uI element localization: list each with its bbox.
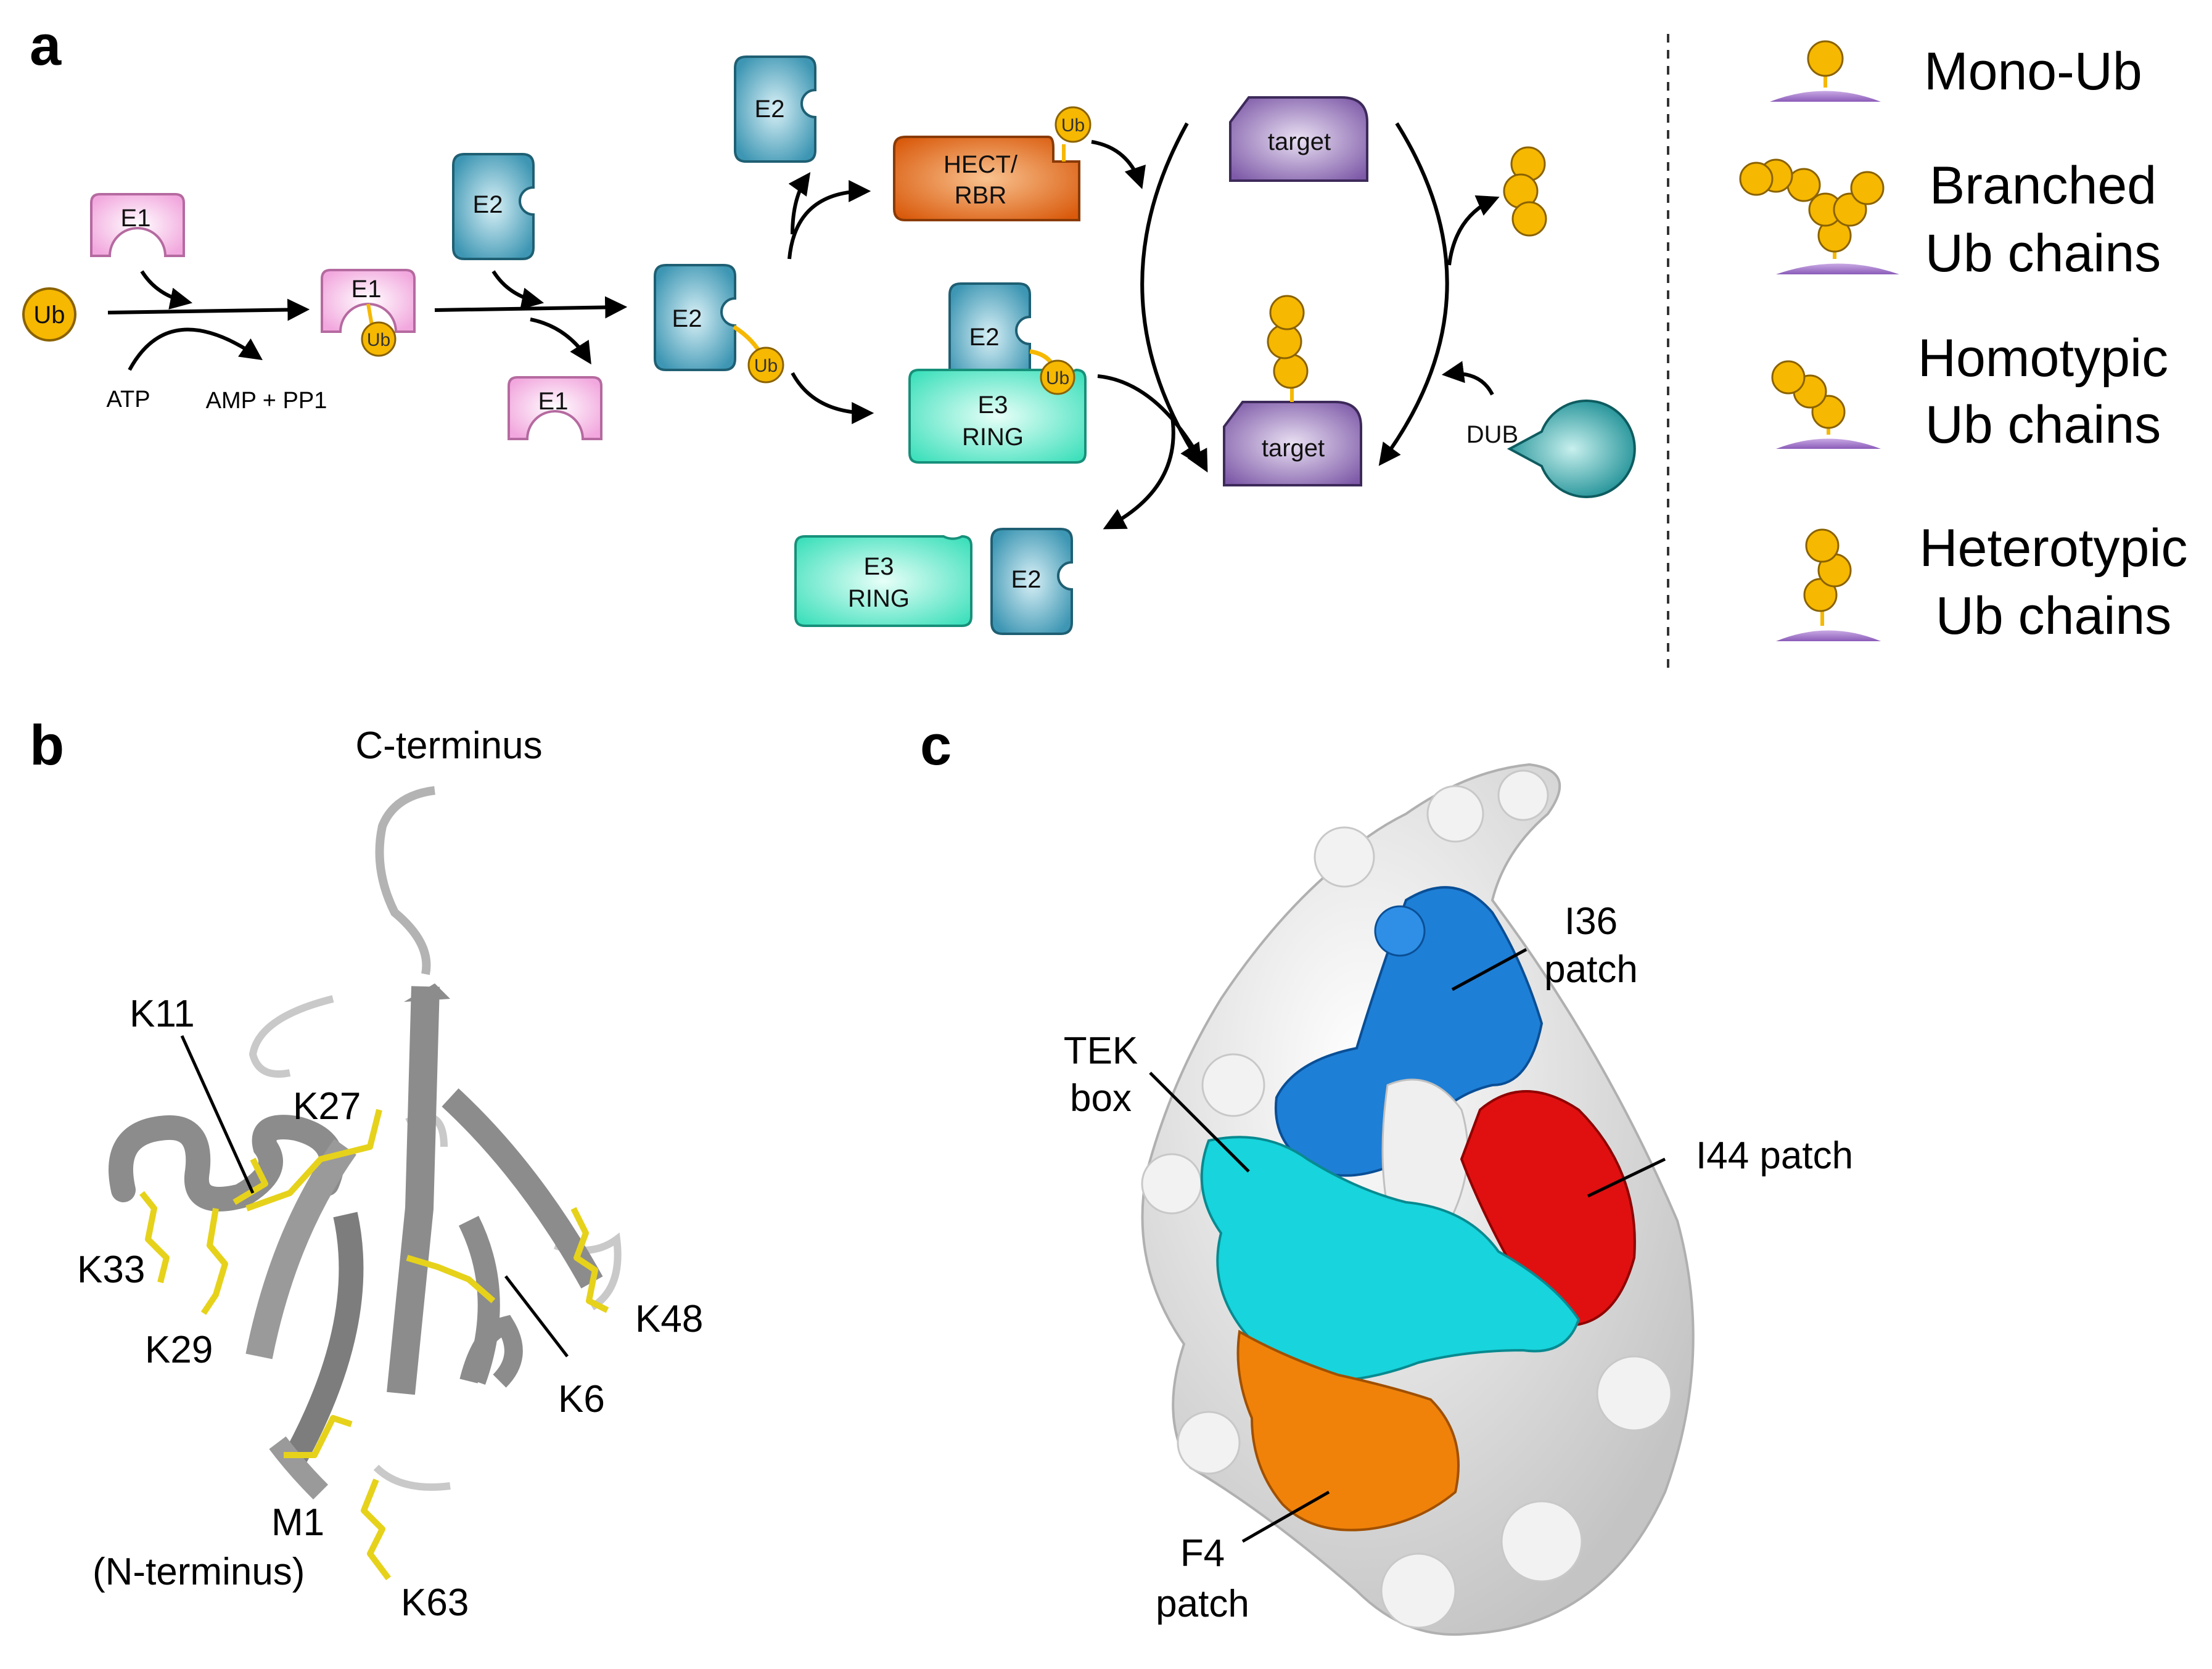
label-tek-1: TEK — [1064, 1030, 1138, 1072]
arrow-hect-to-target — [1091, 140, 1146, 189]
arrow-e2-in — [491, 270, 545, 310]
svg-text:RBR: RBR — [955, 182, 1006, 209]
ub-free: Ub — [22, 287, 76, 342]
arrow-ring-to-target — [1097, 374, 1208, 473]
label-k33: K33 — [77, 1249, 145, 1291]
legend-heterotypic: Heterotypic Ub chains — [1776, 519, 2187, 646]
svg-text:E3: E3 — [978, 392, 1008, 419]
svg-text:E2: E2 — [1011, 566, 1042, 593]
dub-enzyme: DUB — [1466, 400, 1636, 498]
label-k6: K6 — [558, 1378, 605, 1421]
svg-text:Ub: Ub — [33, 301, 65, 329]
e2-incoming: E2 — [452, 153, 535, 260]
svg-text:RING: RING — [962, 424, 1024, 451]
svg-text:Ub chains: Ub chains — [1925, 224, 2161, 283]
label-k27: K27 — [293, 1085, 361, 1128]
arrow-e1-in — [140, 270, 193, 310]
label-k48: K48 — [635, 1298, 703, 1340]
svg-text:Ub: Ub — [367, 330, 390, 350]
panel-label-a: a — [30, 14, 62, 77]
arrow-e2-release-top — [788, 172, 811, 235]
hect-rbr-e3: HECT/ RBR Ub — [893, 106, 1092, 221]
label-n-terminus: (N-terminus) — [93, 1551, 305, 1593]
released-ub-chain — [1503, 146, 1547, 237]
svg-text:E1: E1 — [538, 388, 569, 415]
e3-ring-released: E3 RING — [794, 535, 972, 627]
ubiquitin-surface — [1141, 763, 1695, 1636]
svg-text:E2: E2 — [969, 324, 1000, 351]
label-k11: K11 — [130, 993, 195, 1035]
svg-text:E1: E1 — [121, 205, 151, 232]
label-m1: M1 — [271, 1501, 324, 1544]
label-i36-1: I36 — [1564, 900, 1618, 943]
svg-text:Ub chains: Ub chains — [1925, 395, 2161, 454]
label-f4-2: patch — [1156, 1583, 1249, 1625]
svg-text:Ub: Ub — [754, 356, 778, 376]
legend-mono-ub: Mono-Ub — [1770, 40, 2142, 102]
legend-branched: Branched Ub chains — [1739, 156, 2161, 283]
e2-released-bottom: E2 — [990, 528, 1073, 635]
c-terminus-label: C-terminus — [355, 724, 542, 767]
svg-text:Ub: Ub — [1061, 115, 1085, 136]
svg-text:Branched: Branched — [1930, 156, 2156, 215]
panel-b-leaders — [180, 1035, 569, 1358]
arrow-activation — [107, 298, 310, 321]
arrow-to-ring — [791, 372, 874, 424]
legend-homotypic: Homotypic Ub chains — [1771, 329, 2168, 454]
e1-released: E1 — [508, 376, 602, 440]
e1-ub-complex: E1 Ub — [321, 269, 416, 357]
label-i36-2: patch — [1544, 948, 1638, 991]
svg-text:HECT/: HECT/ — [944, 151, 1018, 178]
svg-text:E1: E1 — [352, 276, 382, 303]
arrow-atp — [128, 327, 263, 371]
e2-ub-ring-complex: E2 E3 RING Ub — [908, 282, 1087, 464]
arrow-e1-out — [530, 318, 591, 365]
amp-label: AMP + PP1 — [206, 388, 327, 414]
arc-ubiquitination — [1140, 122, 1202, 467]
e1-free: E1 — [90, 193, 185, 257]
e2-released-top: E2 — [734, 55, 816, 163]
arc-deubiquitination — [1378, 122, 1449, 466]
arrow-to-hect — [787, 180, 871, 260]
panel-label-c: c — [920, 714, 952, 777]
label-f4-1: F4 — [1180, 1532, 1225, 1575]
label-i44: I44 patch — [1696, 1134, 1853, 1177]
panel-c-leaders — [1149, 948, 1666, 1543]
svg-text:E2: E2 — [672, 305, 702, 332]
e2-ub-complex: E2 Ub — [654, 264, 784, 383]
atp-label: ATP — [106, 387, 150, 412]
arrow-conjugation — [434, 296, 628, 319]
svg-text:DUB: DUB — [1466, 421, 1518, 448]
svg-text:Homotypic: Homotypic — [1918, 329, 2168, 388]
svg-text:E2: E2 — [473, 191, 503, 218]
label-tek-2: box — [1070, 1077, 1132, 1120]
svg-text:E2: E2 — [755, 96, 785, 123]
arrow-ring-release — [1103, 412, 1175, 530]
svg-text:RING: RING — [848, 585, 910, 612]
target-unmodified: target — [1229, 96, 1368, 182]
svg-text:E3: E3 — [864, 553, 894, 580]
svg-text:Ub: Ub — [1046, 368, 1069, 388]
arrow-chain-release — [1447, 195, 1500, 266]
svg-text:Ub chains: Ub chains — [1936, 586, 2171, 646]
target-ubiquitinated: target — [1223, 295, 1362, 486]
lysine-sidechains — [139, 1109, 609, 1580]
arrow-dub — [1441, 361, 1494, 396]
svg-text:Mono-Ub: Mono-Ub — [1924, 42, 2142, 101]
label-k29: K29 — [145, 1329, 213, 1371]
svg-text:target: target — [1262, 435, 1325, 462]
label-k63: K63 — [401, 1581, 469, 1624]
svg-text:Heterotypic: Heterotypic — [1920, 519, 2188, 578]
svg-text:target: target — [1268, 128, 1331, 155]
panel-label-b: b — [30, 714, 64, 777]
